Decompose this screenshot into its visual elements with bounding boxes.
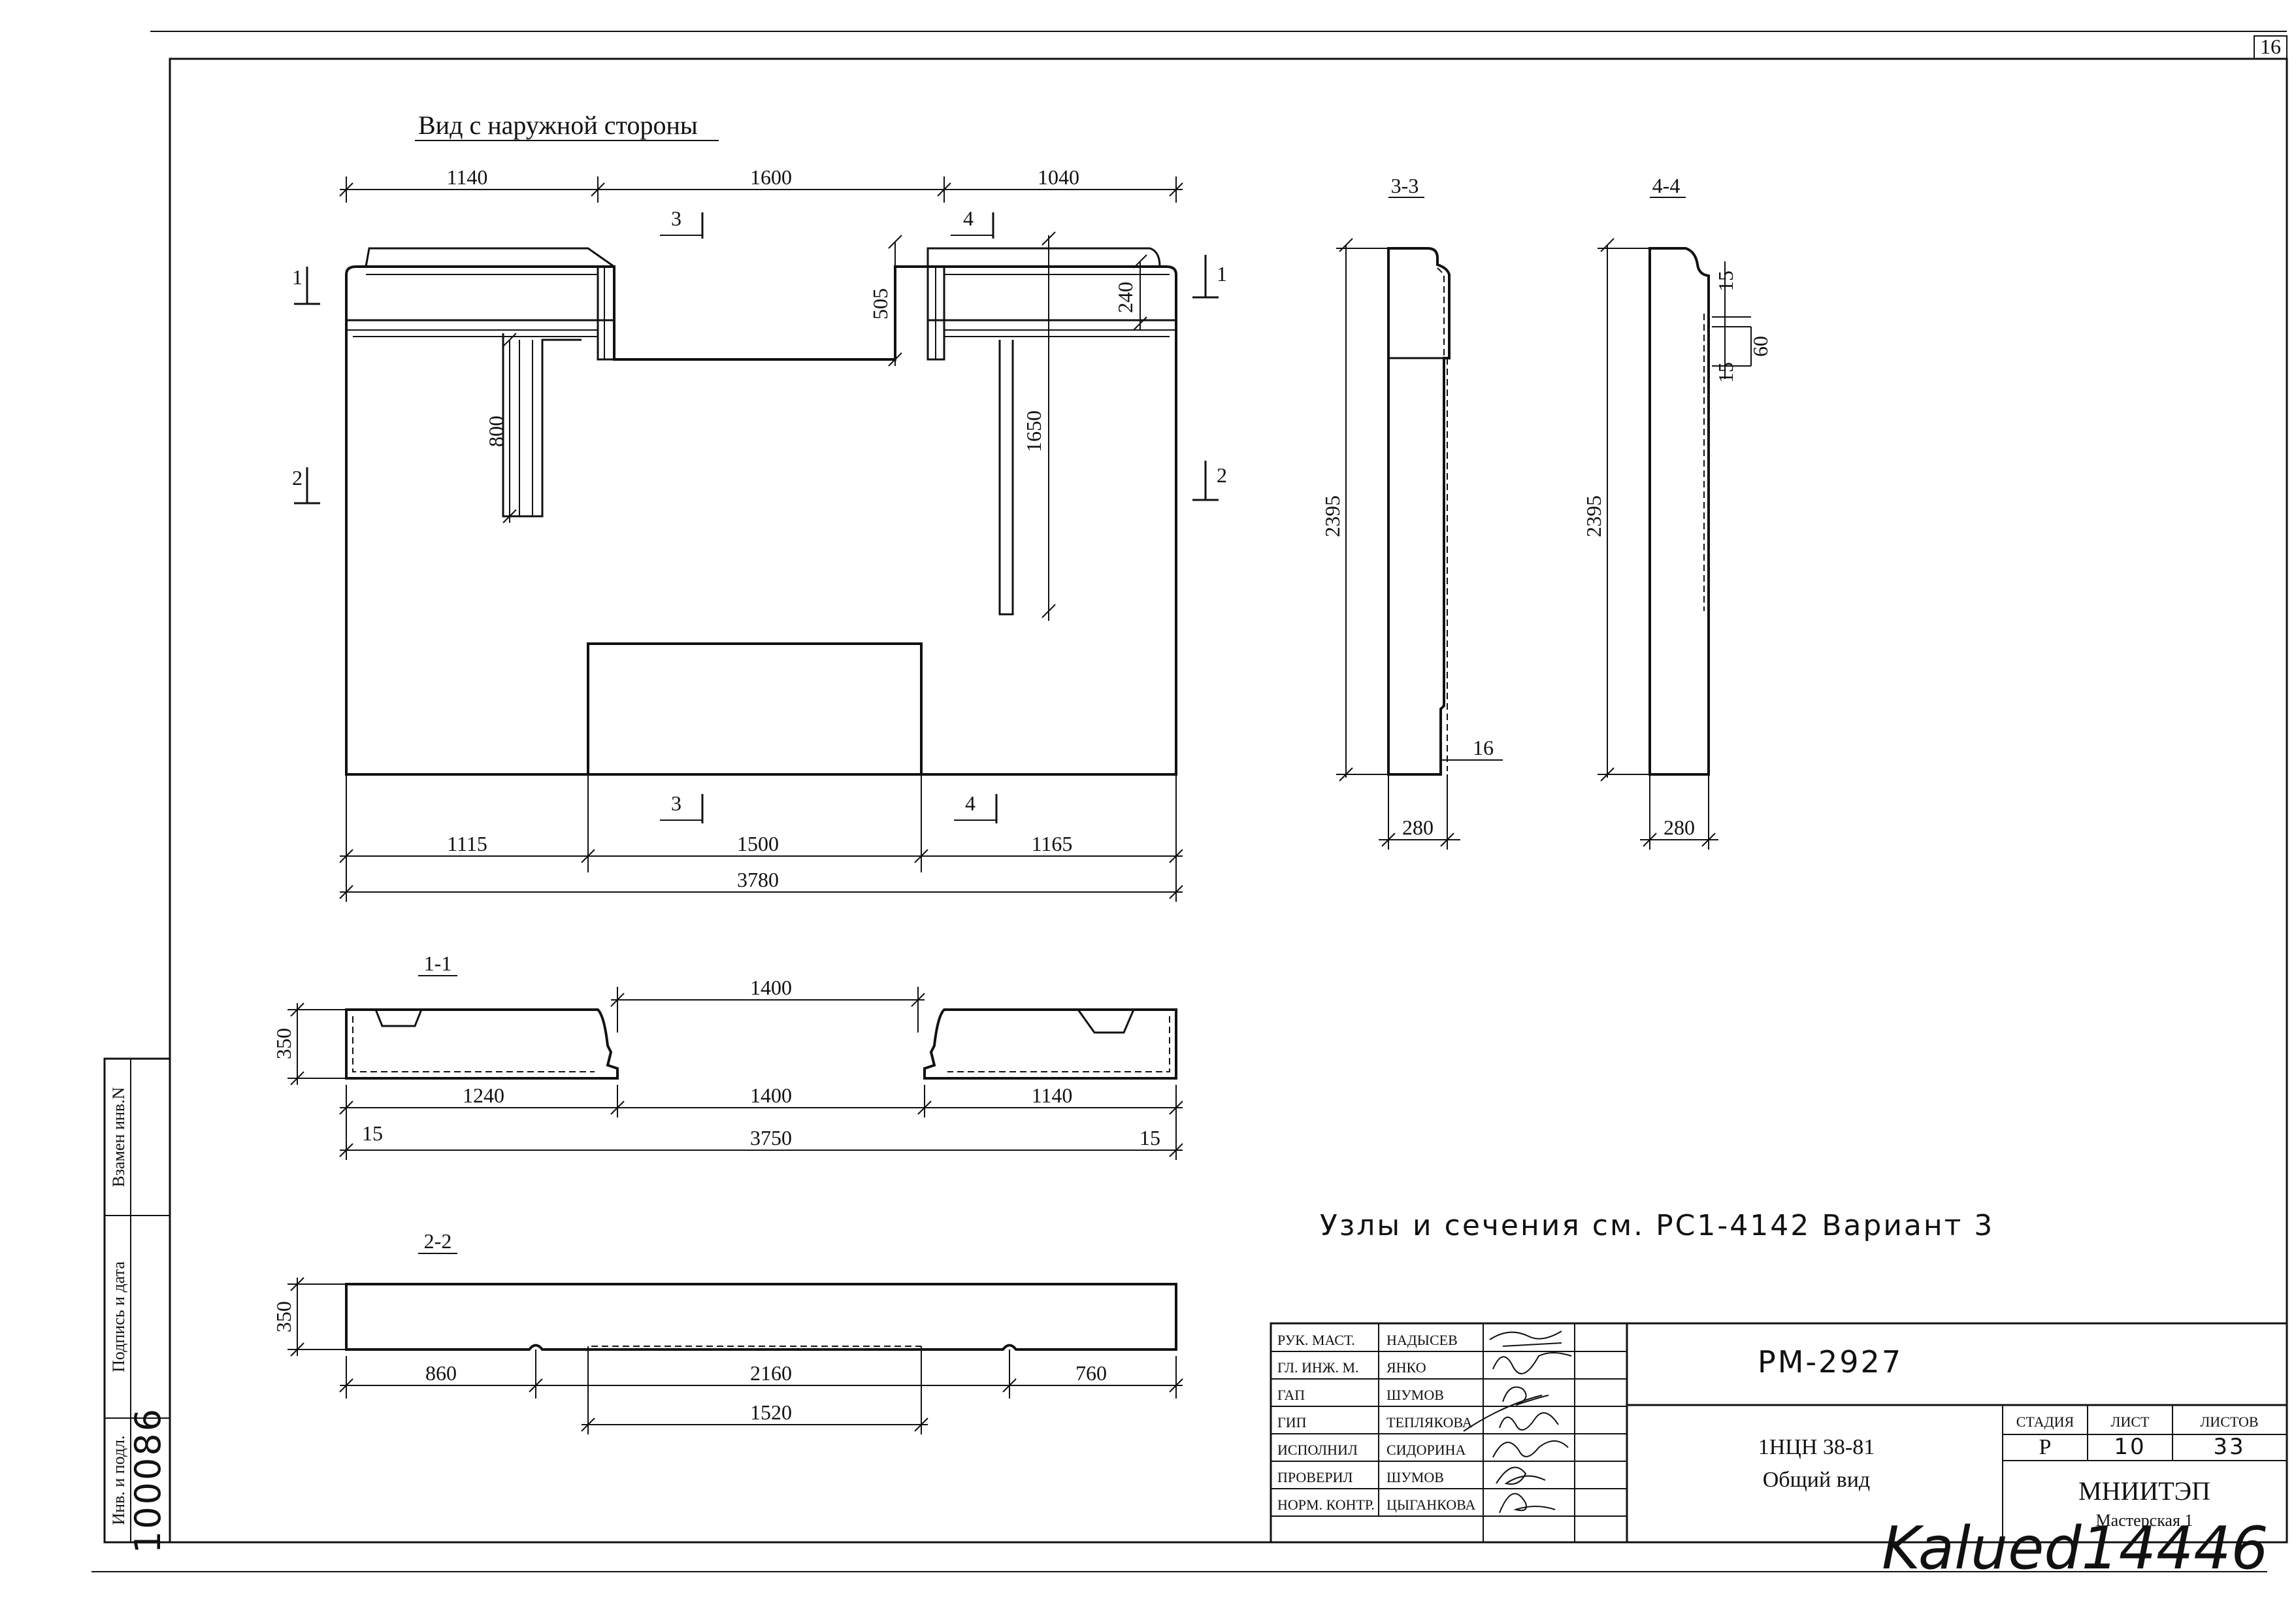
name-4: СИДОРИНА — [1386, 1442, 1466, 1458]
name-0: НАДЫСЕВ — [1386, 1332, 1458, 1348]
sec11-end-left: 15 — [362, 1121, 383, 1145]
stage-header: СТАДИЯ — [2016, 1414, 2075, 1430]
sec11-part-2: 1400 — [750, 1084, 792, 1107]
top-dimension-chain: 1140 1600 1040 — [339, 165, 1183, 203]
frame-border — [169, 58, 2288, 1544]
hand-note: Узлы и сечения см. РС1-4142 Вариант 3 — [1320, 1209, 1994, 1242]
sec22-height: 350 — [272, 1301, 295, 1332]
sec22-part-1: 860 — [425, 1361, 457, 1385]
panel-outline — [345, 247, 1177, 776]
name-2: ШУМОВ — [1386, 1387, 1444, 1403]
dim-bottom-2: 1500 — [737, 832, 779, 855]
dim-overall: 3780 — [737, 868, 779, 891]
title-block: РУК. МАСТ. ГЛ. ИНЖ. М. ГАП ГИП ИСПОЛНИЛ … — [1270, 1322, 2288, 1544]
dim-top-1: 1140 — [447, 165, 488, 189]
sec11-title: 1-1 — [424, 952, 452, 975]
org-name: МНИИТЭП — [2078, 1476, 2210, 1506]
role-3: ГИП — [1277, 1414, 1307, 1431]
side-inv-label: Инв. и подл. — [109, 1435, 128, 1525]
mark-4-bottom: 4 — [965, 791, 976, 815]
mark-1-left: 1 — [292, 265, 303, 289]
inventory-number: 100086 — [127, 1407, 169, 1553]
side-replace-label: Взамен инв.N — [109, 1087, 128, 1187]
view-title: Вид с наружной стороны — [418, 110, 698, 140]
dim-band: 240 — [1113, 282, 1137, 313]
sec11-part-1: 1240 — [463, 1084, 504, 1107]
dim-notch: 505 — [868, 288, 892, 320]
mark-1-right: 1 — [1217, 262, 1227, 286]
sec11-top-dim: 1400 — [750, 976, 792, 999]
mark-3-top: 3 — [671, 207, 681, 230]
sheets-value: 33 — [2213, 1434, 2245, 1460]
role-2: ГАП — [1277, 1387, 1305, 1403]
drawing-code: РМ-2927 — [1758, 1344, 1903, 1380]
sec11-part-3: 1140 — [1032, 1084, 1073, 1107]
bottom-dimension-chain: 1115 1500 1165 3780 — [339, 774, 1183, 902]
series-code: 1НЦН 38-81 — [1758, 1435, 1875, 1459]
role-0: РУК. МАСТ. — [1277, 1332, 1355, 1348]
side-sign-label: Подпись и дата — [109, 1261, 128, 1372]
section-4-4: 4-4 2395 280 15 15 60 — [1582, 174, 1772, 850]
mark-4-top: 4 — [963, 207, 974, 230]
section-2-2: 2-2 350 860 2160 760 1520 — [272, 1229, 1183, 1434]
sec44-d3: 60 — [1748, 336, 1772, 357]
sec44-d1: 15 — [1714, 271, 1737, 291]
role-6: НОРМ. КОНТР. — [1277, 1497, 1375, 1513]
sec11-height: 350 — [272, 1028, 295, 1059]
dim-top-2: 1600 — [750, 165, 792, 189]
mark-3-bottom: 3 — [671, 791, 681, 815]
sheet-number: 16 — [2260, 35, 2281, 58]
sec44-height: 2395 — [1582, 495, 1605, 537]
bottom-signature: Kalued14446 — [1882, 1514, 2269, 1583]
dim-left-slot: 800 — [484, 416, 508, 447]
role-5: ПРОВЕРИЛ — [1277, 1469, 1353, 1485]
section-markers: 1 1 2 2 3 4 3 4 — [292, 207, 1227, 823]
sec22-title: 2-2 — [424, 1229, 452, 1253]
section-1-1: 1-1 1400 350 1240 1400 1140 15 — [272, 952, 1183, 1160]
name-1: ЯНКО — [1386, 1359, 1426, 1376]
dim-right-slot: 1650 — [1022, 410, 1045, 452]
name-6: ЦЫГАНКОВА — [1386, 1497, 1475, 1513]
dim-bottom-1: 1115 — [447, 832, 487, 855]
name-3: ТЕПЛЯКОВА — [1386, 1414, 1473, 1431]
sec44-title: 4-4 — [1652, 174, 1681, 197]
mark-2-left: 2 — [292, 466, 303, 489]
sec33-title: 3-3 — [1391, 174, 1419, 197]
name-5: ШУМОВ — [1386, 1469, 1444, 1485]
sec33-height: 2395 — [1320, 495, 1344, 537]
sec22-part-3: 760 — [1075, 1361, 1107, 1385]
dim-bottom-3: 1165 — [1032, 832, 1073, 855]
sec22-part-2: 2160 — [750, 1361, 792, 1385]
sheets-header: ЛИСТОВ — [2200, 1414, 2258, 1430]
sheet-header: ЛИСТ — [2111, 1414, 2150, 1430]
sec11-total: 3750 — [750, 1126, 792, 1150]
sec33-small: 16 — [1473, 736, 1494, 759]
elevation-vertical-dims: 800 505 1650 240 — [484, 231, 1147, 621]
signatures — [1463, 1331, 1572, 1514]
org-dept: Мастерская 1 — [2096, 1511, 2193, 1530]
section-3-3: 3-3 2395 280 16 — [1320, 174, 1503, 850]
side-stamp: Взамен инв.N Подпись и дата Инв. и подл.… — [103, 1057, 171, 1553]
sheet-title: Общий вид — [1763, 1468, 1870, 1492]
sec33-width: 280 — [1402, 816, 1434, 839]
stage-value: Р — [2039, 1435, 2052, 1459]
sheet-number-box — [2254, 35, 2288, 59]
mark-2-right: 2 — [1217, 463, 1227, 487]
sec22-lower: 1520 — [750, 1400, 792, 1424]
sec44-d2: 15 — [1714, 362, 1737, 383]
sec44-width: 280 — [1664, 816, 1695, 839]
sheet-value: 10 — [2114, 1434, 2146, 1460]
sec11-end-right: 15 — [1140, 1126, 1160, 1150]
role-1: ГЛ. ИНЖ. М. — [1277, 1359, 1359, 1376]
dim-top-3: 1040 — [1038, 165, 1079, 189]
role-4: ИСПОЛНИЛ — [1277, 1442, 1358, 1458]
